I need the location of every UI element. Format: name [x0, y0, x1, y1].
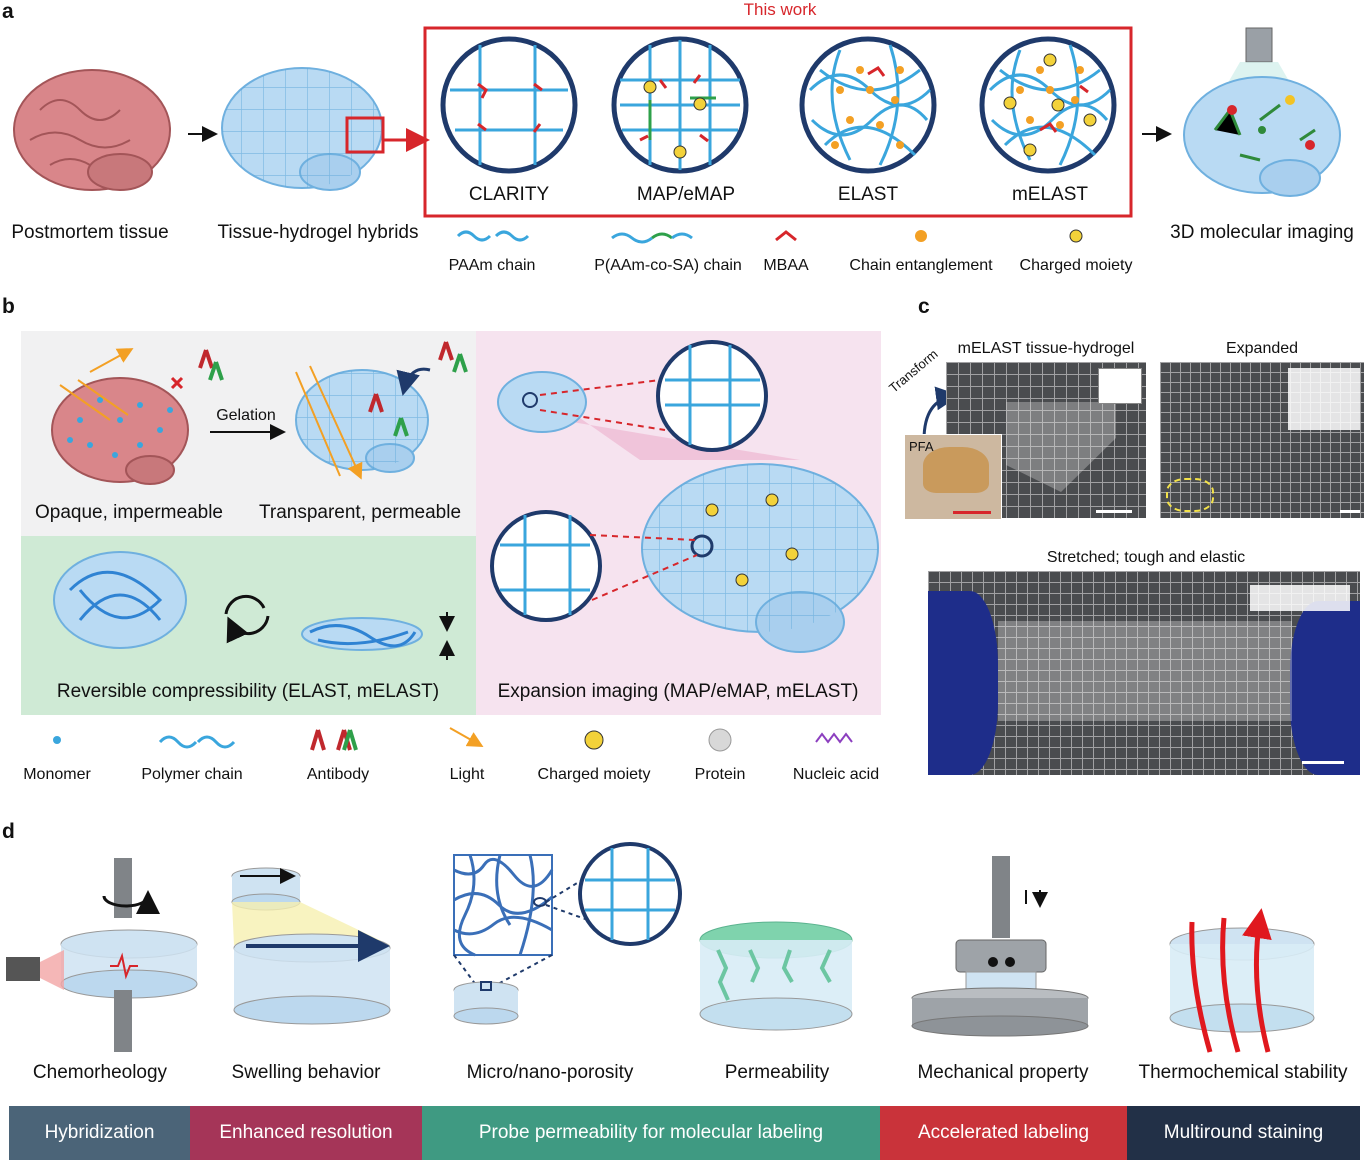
bar-probe-permeability: Probe permeability for molecular labelin…: [422, 1106, 880, 1160]
brain-imaging-a: [1183, 27, 1341, 197]
c-title-stretched: Stretched; tough and elastic: [1046, 549, 1246, 566]
this-work-label: This work: [743, 0, 817, 19]
brain-transparent-b: [295, 341, 468, 476]
mechanical-graphic: [911, 856, 1089, 1037]
pfa-label: PFA: [909, 439, 934, 454]
legend-protein: Protein: [694, 766, 746, 783]
photo-expanded: [1160, 362, 1364, 518]
opaque-label: Opaque, impermeable: [35, 502, 223, 523]
inset-stretched: [1250, 585, 1350, 611]
compressibility-label: Reversible compressibility (ELAST, mELAS…: [56, 681, 440, 702]
porosity-graphic: [453, 842, 682, 1025]
c-title-expanded: Expanded: [1225, 340, 1299, 357]
legend-antibody: Antibody: [306, 766, 370, 783]
permeability-graphic: [699, 921, 853, 1031]
bar-enhanced-resolution: Enhanced resolution: [190, 1106, 422, 1160]
transparent-label: Transparent, permeable: [258, 502, 462, 523]
method-map: MAP/eMAP: [636, 184, 736, 205]
legend-mbaa: MBAA: [763, 257, 809, 274]
scale-bar-2: [1340, 510, 1360, 513]
bar-multiround-staining: Multiround staining: [1127, 1106, 1360, 1160]
inset-tangle: [1098, 368, 1142, 404]
map-circle: [611, 36, 749, 174]
gelation-label: Gelation: [216, 407, 276, 424]
legend-charged: Charged moiety: [1019, 257, 1133, 274]
brain-compressible-b: [53, 551, 455, 660]
bar-accelerated-labeling: Accelerated labeling: [880, 1106, 1127, 1160]
scale-bar-3: [1302, 761, 1344, 764]
c-title-tissue: mELAST tissue-hydrogel: [957, 340, 1135, 357]
legend-light: Light: [449, 766, 485, 783]
legend-monomer: Monomer: [23, 766, 91, 783]
caption-3d-imaging: 3D molecular imaging: [1170, 222, 1354, 243]
photo-stretched: [928, 571, 1360, 775]
swelling-graphic: [231, 867, 391, 1025]
item-porosity: Micro/nano-porosity: [466, 1062, 634, 1083]
panel-label-a: a: [2, 0, 14, 23]
panel-label-c: c: [918, 295, 930, 318]
brain-pink-a: [13, 69, 171, 191]
legend-entanglement: Chain entanglement: [849, 257, 993, 274]
legend-nucleic-acid: Nucleic acid: [792, 766, 880, 783]
this-work-box: [423, 26, 1133, 218]
method-melast: mELAST: [1011, 184, 1089, 205]
item-thermochemical: Thermochemical stability: [1138, 1062, 1348, 1083]
caption-hybrids: Tissue-hydrogel hybrids: [217, 222, 419, 243]
inset-expanded: [1288, 368, 1360, 430]
method-elast: ELAST: [837, 184, 899, 205]
caption-postmortem: Postmortem tissue: [11, 222, 169, 243]
legend-paam-sa: P(AAm-co-SA) chain: [594, 257, 742, 274]
chemorheology-graphic: [6, 858, 198, 1052]
brain-opaque-b: [51, 350, 224, 485]
item-chemorheology: Chemorheology: [32, 1062, 168, 1083]
expansion-graphic-b: [490, 340, 879, 653]
expansion-label: Expansion imaging (MAP/eMAP, mELAST): [497, 681, 859, 702]
yellow-outline: [1166, 478, 1214, 512]
clarity-circle: [440, 36, 578, 174]
pfa-scale-bar: [953, 511, 991, 514]
item-swelling: Swelling behavior: [231, 1062, 381, 1083]
panel-label-d: d: [2, 820, 15, 843]
photo-pfa: PFA: [904, 434, 1002, 520]
elast-circle: [799, 36, 937, 174]
item-mechanical: Mechanical property: [917, 1062, 1089, 1083]
item-permeability: Permeability: [724, 1062, 830, 1083]
bar-hybridization: Hybridization: [9, 1106, 190, 1160]
scale-bar: [1096, 510, 1132, 513]
thermochemical-graphic: [1169, 918, 1315, 1053]
legend-paam: PAAm chain: [448, 257, 536, 274]
legend-polymer: Polymer chain: [141, 766, 243, 783]
brain-hydrogel-a: [221, 67, 385, 191]
method-clarity: CLARITY: [468, 184, 550, 205]
melast-circle: [979, 36, 1117, 174]
legend-charged-moiety: Charged moiety: [537, 766, 651, 783]
panel-label-b: b: [2, 295, 15, 318]
